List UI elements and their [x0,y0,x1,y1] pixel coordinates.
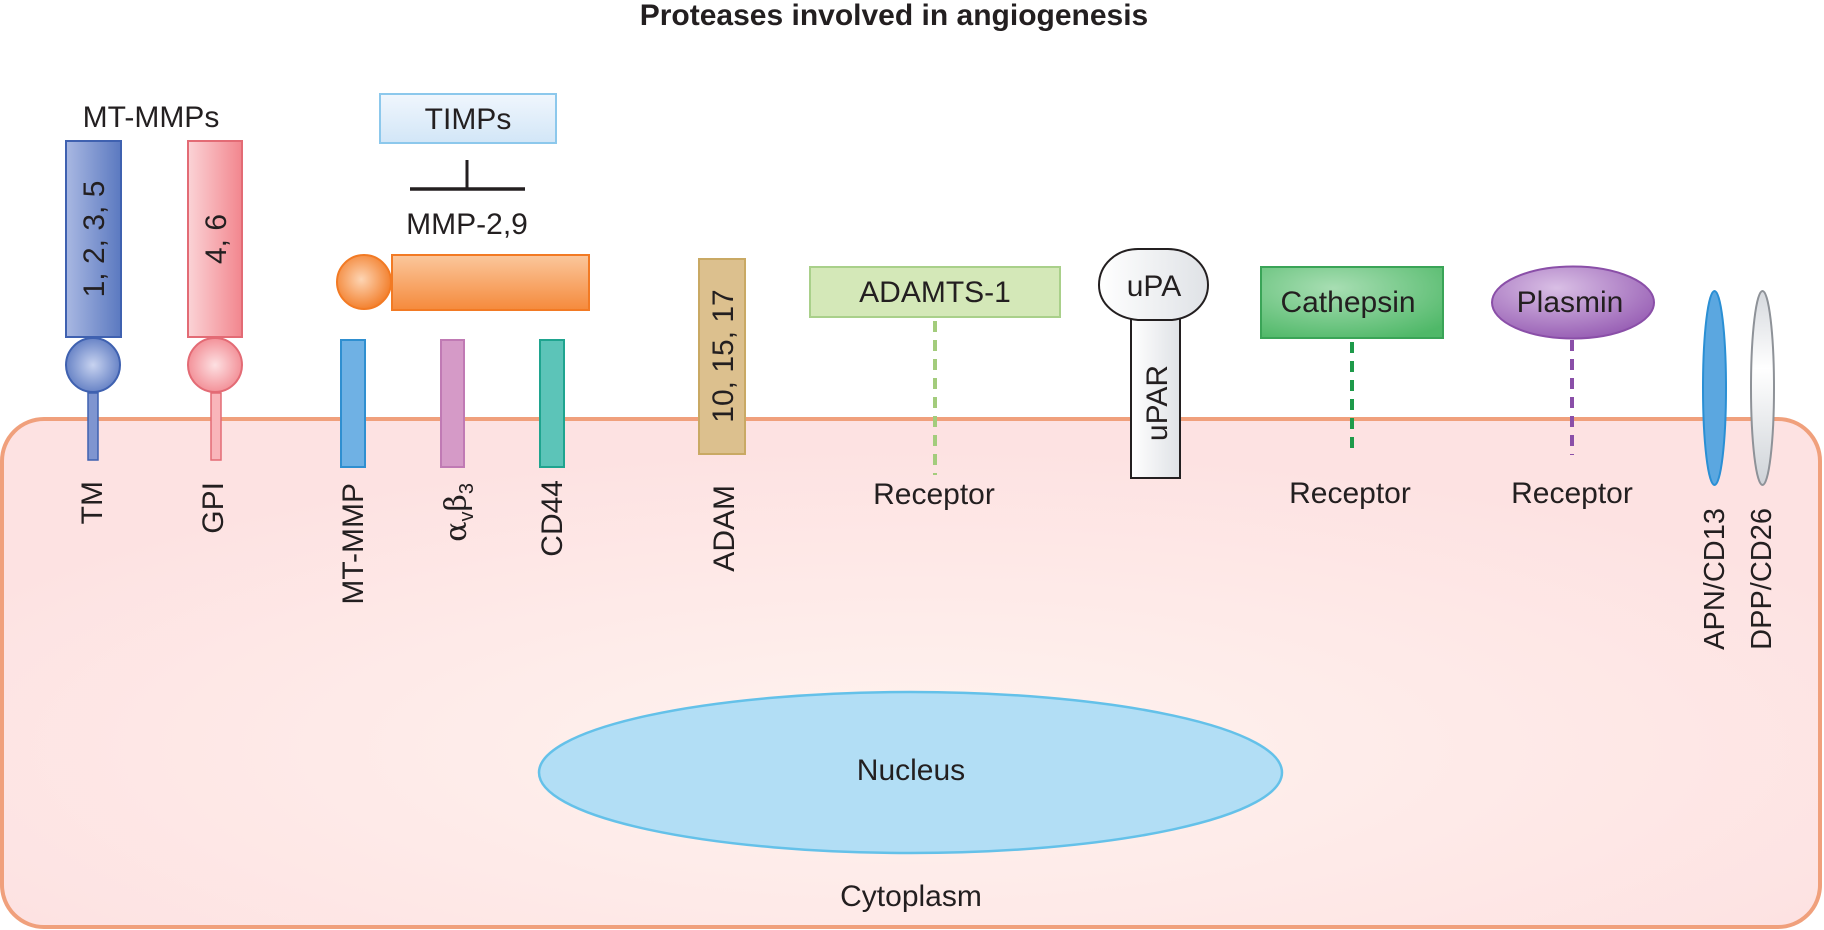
dpp-cd26-label: DPP/CD26 [1746,508,1778,650]
adam-label: ADAM [708,485,741,572]
mmp-2-9-protein [336,254,590,311]
nucleus [537,690,1284,855]
plasmin-receptor-label: Receptor [1511,477,1633,510]
cathepsin-receptor-label: Receptor [1289,477,1411,510]
plasmin-ellipse [1491,265,1655,340]
cytoplasm-label: Cytoplasm [840,880,982,913]
timps-box [379,93,557,144]
tm-globular-domain [65,337,121,393]
inhibition-symbol [410,160,525,191]
adam-numbers: 10, 15, 17 [707,289,740,422]
adam-bar [698,258,746,455]
upar-receptor [1130,317,1181,479]
adamts-1-receptor-label: Receptor [873,478,995,511]
plasmin-label: Plasmin [1517,286,1624,319]
mt-mmp-tm-protein: 1, 2, 3, 5 [65,140,122,461]
upa-label: uPA [1127,270,1181,303]
mt-mmp-receptor-bar [340,339,366,468]
cell-membrane [0,417,1822,929]
gpi-mmp-numbers: 4, 6 [200,214,233,264]
beta-subscript: 3 [456,483,478,494]
apn-cd13-protein [1702,290,1727,486]
tm-stem [87,392,99,461]
gpi-catalytic-bar [187,140,243,338]
apn-cd13-label: APN/CD13 [1699,508,1731,650]
nucleus-label: Nucleus [857,754,965,787]
dpp-cd26-protein [1750,290,1775,486]
gpi-stem [210,392,222,461]
mmp-2-9-bar [391,254,590,311]
integrin-avb3-bar [440,339,465,468]
cathepsin-box [1260,266,1444,339]
gpi-globular-domain [187,337,243,393]
tm-anchor-label: TM [76,481,109,524]
cathepsin-label: Cathepsin [1280,286,1415,319]
gpi-anchor-label: GPI [197,482,230,534]
adamts-1-box [809,266,1061,318]
adamts-1-label: ADAMTS-1 [859,276,1011,309]
mmp-2-9-label: MMP-2,9 [406,208,528,241]
upa-ligand [1097,248,1210,321]
upar-label: uPAR [1141,365,1174,441]
timps-label: TIMPs [425,103,512,136]
diagram-title: Proteases involved in angiogenesis [640,0,1149,32]
integrin-avb3-label: αvβ3 [439,483,478,542]
mt-mmps-label: MT-MMPs [83,101,220,134]
tm-catalytic-bar [65,140,122,338]
mt-mmp-gpi-protein: 4, 6 [187,140,243,461]
alpha-symbol: α [439,521,474,541]
mmp-2-9-globular-domain [336,254,392,310]
cd44-label: CD44 [536,480,569,557]
cd44-bar [539,339,565,468]
tm-mmp-numbers: 1, 2, 3, 5 [78,181,111,298]
beta-symbol: β [439,494,474,511]
mt-mmp-receptor-label: MT-MMP [337,483,370,605]
alpha-subscript: v [456,511,478,521]
